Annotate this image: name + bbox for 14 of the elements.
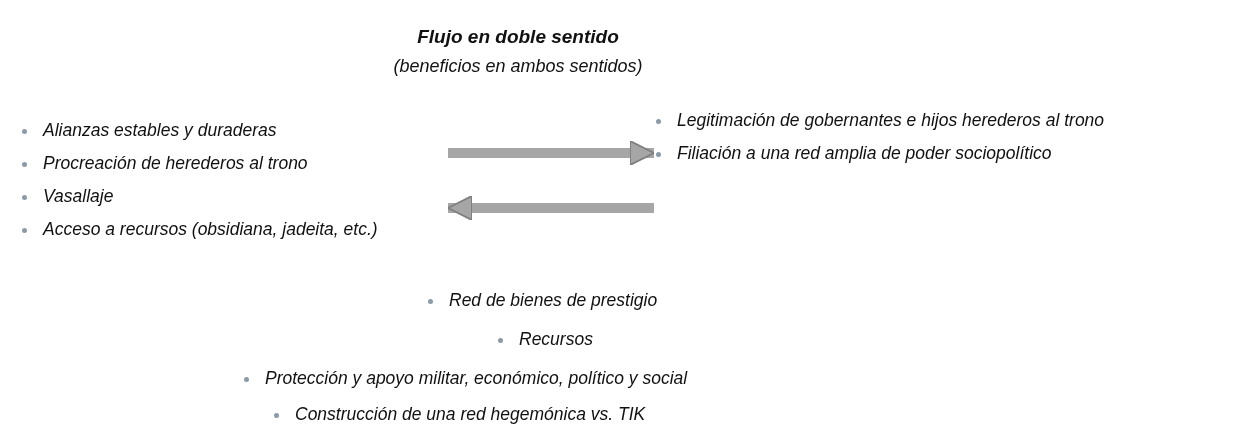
list-item: Legitimación de gobernantes e hijos herederos al trono — [656, 110, 1240, 130]
list-item: Alianzas estables y duraderas — [22, 120, 446, 140]
list-item: Acceso a recursos (obsidiana, jadeita, etc.) — [22, 219, 446, 239]
list-item: Filiación a una red amplia de poder sociopolítico — [656, 143, 1240, 163]
arrow — [448, 140, 655, 166]
list-item: Procreación de herederos al trono — [22, 153, 446, 173]
title: Flujo en doble sentido — [416, 26, 620, 48]
subtitle: (beneficios en ambos sentidos) — [392, 56, 644, 76]
list-item: Protección y apoyo militar, económico, político y social — [244, 368, 688, 388]
list-item: Red de bienes de prestigio — [428, 290, 658, 310]
list-item: Construcción de una red hegemónica vs. TIK — [274, 404, 646, 424]
list-item: Recursos — [498, 329, 593, 349]
list-item: Vasallaje — [22, 186, 446, 206]
arrow — [447, 195, 654, 221]
